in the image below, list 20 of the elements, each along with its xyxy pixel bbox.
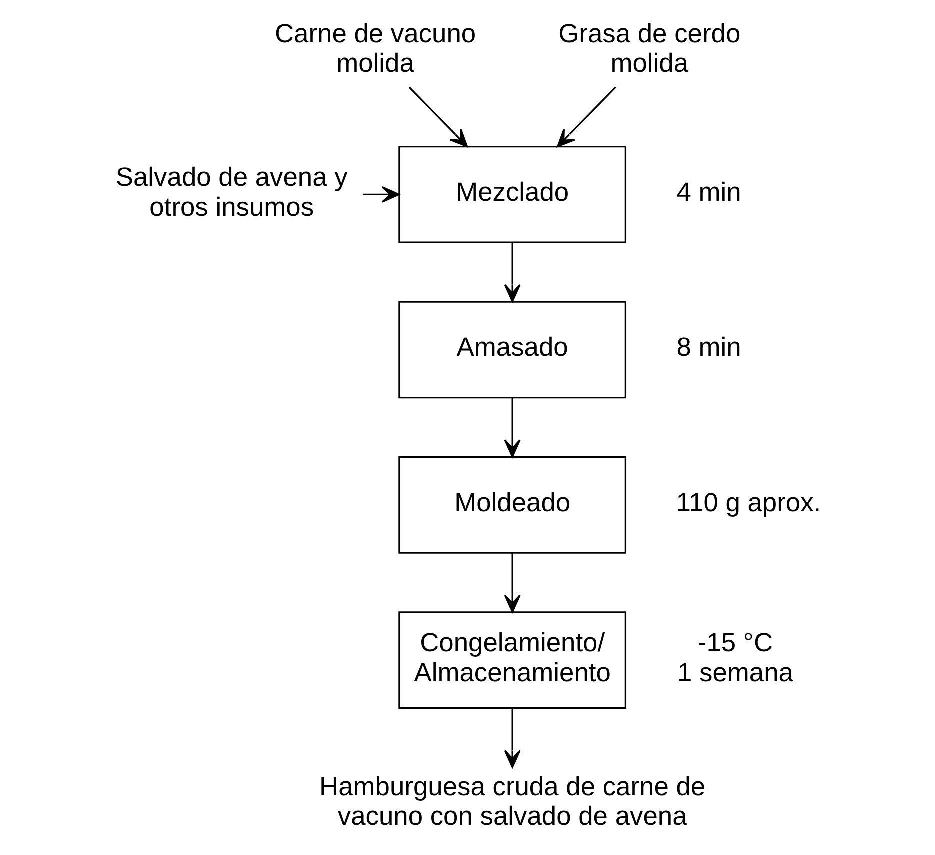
node-box: Amasado <box>398 301 626 399</box>
node-label: 4 min <box>676 176 741 207</box>
node-text: Carne de vacuno molida <box>274 18 476 78</box>
node-label: 1 semana <box>677 657 793 688</box>
node-text: Grasa de cerdo molida <box>558 18 740 78</box>
arrow <box>504 553 520 613</box>
arrow <box>362 186 400 203</box>
arrow <box>504 398 520 458</box>
node-label: 110 g aprox. <box>676 487 821 518</box>
node-text: Salvado de avena y otros insumos <box>115 162 348 222</box>
node-label: -15 °C <box>697 628 773 658</box>
node-box: Congelamiento/ Almacenamiento <box>398 612 626 710</box>
node-text: Hamburguesa cruda de carne de vacuno con salvado de avena <box>319 771 706 832</box>
node-box: Mezclado <box>398 146 626 244</box>
node-box: Moldeado <box>398 456 626 554</box>
arrow <box>408 86 468 148</box>
arrow <box>504 242 520 302</box>
arrow <box>556 86 616 148</box>
node-label: 8 min <box>676 332 741 362</box>
arrow <box>504 708 520 768</box>
